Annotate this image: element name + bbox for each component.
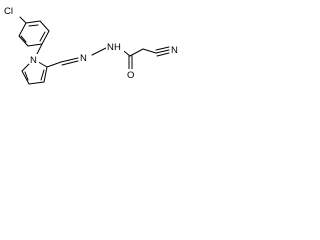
molecule-structure: Cl N N N H O N (3, 4, 180, 85)
ring-double-bond (20, 35, 27, 43)
bond-cl-c (19, 16, 27, 24)
ring-double-bond (39, 31, 46, 42)
ring-double-bond (40, 69, 45, 81)
ring-bond (21, 70, 30, 85)
structure-canvas: Cl N N N H O N (0, 0, 192, 108)
imine-nitrogen-label: N (80, 53, 87, 64)
ring-bond (39, 20, 50, 32)
bond-ring-ch (46, 61, 62, 68)
bond-nitrile-triple (155, 49, 170, 54)
ring-bond (41, 30, 50, 45)
hydrazide-nitrogen-label: N (107, 42, 114, 53)
hydrazone-chain (46, 46, 170, 70)
chlorophenyl-ring (18, 16, 50, 47)
bond-n-nh (91, 47, 107, 56)
ring-bond (27, 43, 43, 47)
bond-nitrile-triple (155, 46, 170, 51)
bond-ch-n-double (61, 60, 79, 66)
ring-double-bond (28, 24, 39, 27)
bond-ch-n-double (60, 57, 79, 63)
ring-bond (18, 35, 29, 47)
ring-double-bond (24, 71, 29, 81)
chlorine-label: Cl (4, 6, 13, 17)
nitrile-nitrogen-label: N (171, 45, 178, 56)
bond-co-ch2 (129, 48, 144, 57)
bond-ch2-cn (142, 48, 157, 54)
bond-nitrile-triple (156, 52, 170, 57)
ring-bond (28, 81, 45, 85)
ring-bond (43, 66, 48, 83)
carbonyl-oxygen-label: O (127, 70, 134, 81)
atom-labels: Cl N N N H O N (3, 4, 180, 81)
hydrazide-hydrogen-label: H (114, 42, 121, 53)
pyrrole-nitrogen-label: N (30, 55, 37, 66)
ring-bond (25, 20, 41, 24)
ring-bond (18, 22, 27, 37)
